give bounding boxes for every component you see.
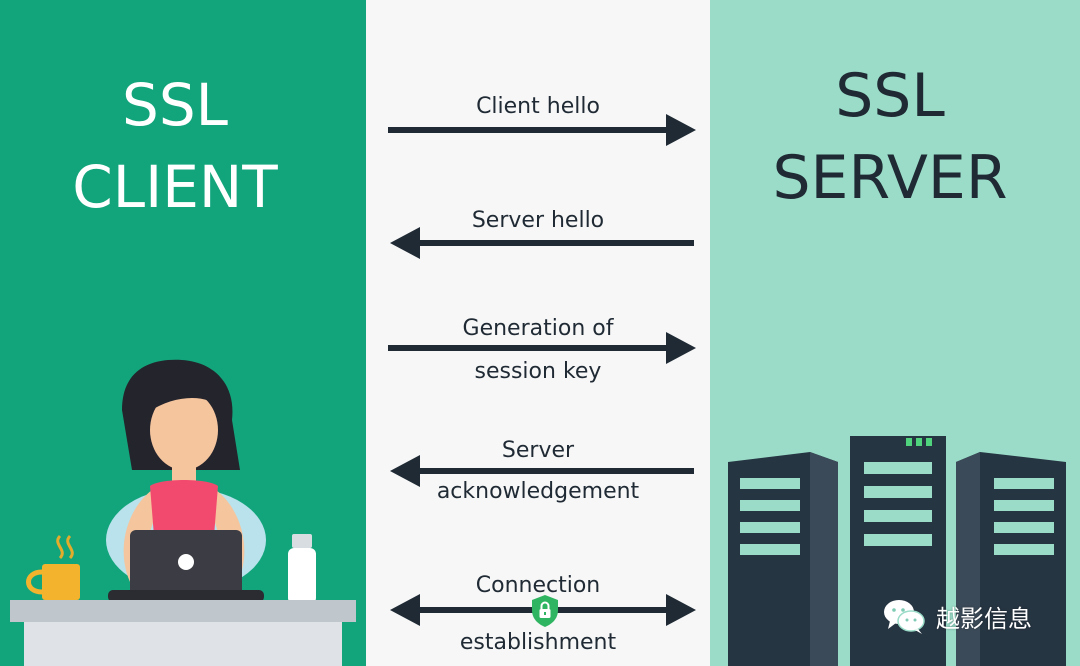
wechat-icon	[884, 600, 925, 634]
step-session-key-label-line1: Generation of	[462, 316, 614, 341]
watermark: 越影信息	[882, 596, 1032, 636]
arrow-left-server-hello	[390, 227, 694, 259]
server-illustration	[728, 436, 1066, 666]
server-rack-center	[850, 436, 946, 666]
coffee-cup	[26, 534, 80, 600]
arrow-right-client-hello	[388, 114, 696, 146]
server-rack-right	[956, 452, 1066, 666]
arrow-left-acknowledgement	[390, 455, 694, 487]
client-title-line2: CLIENT	[72, 153, 278, 221]
watermark-text: 越影信息	[936, 604, 1032, 633]
step-client-hello-label: Client hello	[476, 94, 600, 119]
water-bottle	[288, 534, 316, 604]
server-title-line1: SSL	[835, 61, 945, 131]
step-acknowledgement-label-line2: acknowledgement	[436, 479, 640, 504]
step-acknowledgement-label-line1: Server	[501, 438, 575, 463]
server-title-line2: SERVER	[772, 143, 1008, 213]
desk	[10, 600, 356, 666]
step-connection-label-line2: establishment	[459, 630, 617, 655]
lock-shield-icon	[532, 595, 558, 627]
client-illustration	[10, 359, 356, 666]
handshake-panel	[366, 0, 710, 666]
client-title-line1: SSL	[122, 71, 228, 139]
step-session-key-label-line2: session key	[474, 359, 602, 384]
server-rack-left	[728, 452, 838, 666]
step-connection-label-line1: Connection	[475, 573, 601, 598]
laptop	[108, 530, 264, 602]
step-server-hello-label: Server hello	[471, 208, 605, 233]
arrow-right-session-key	[388, 332, 696, 364]
